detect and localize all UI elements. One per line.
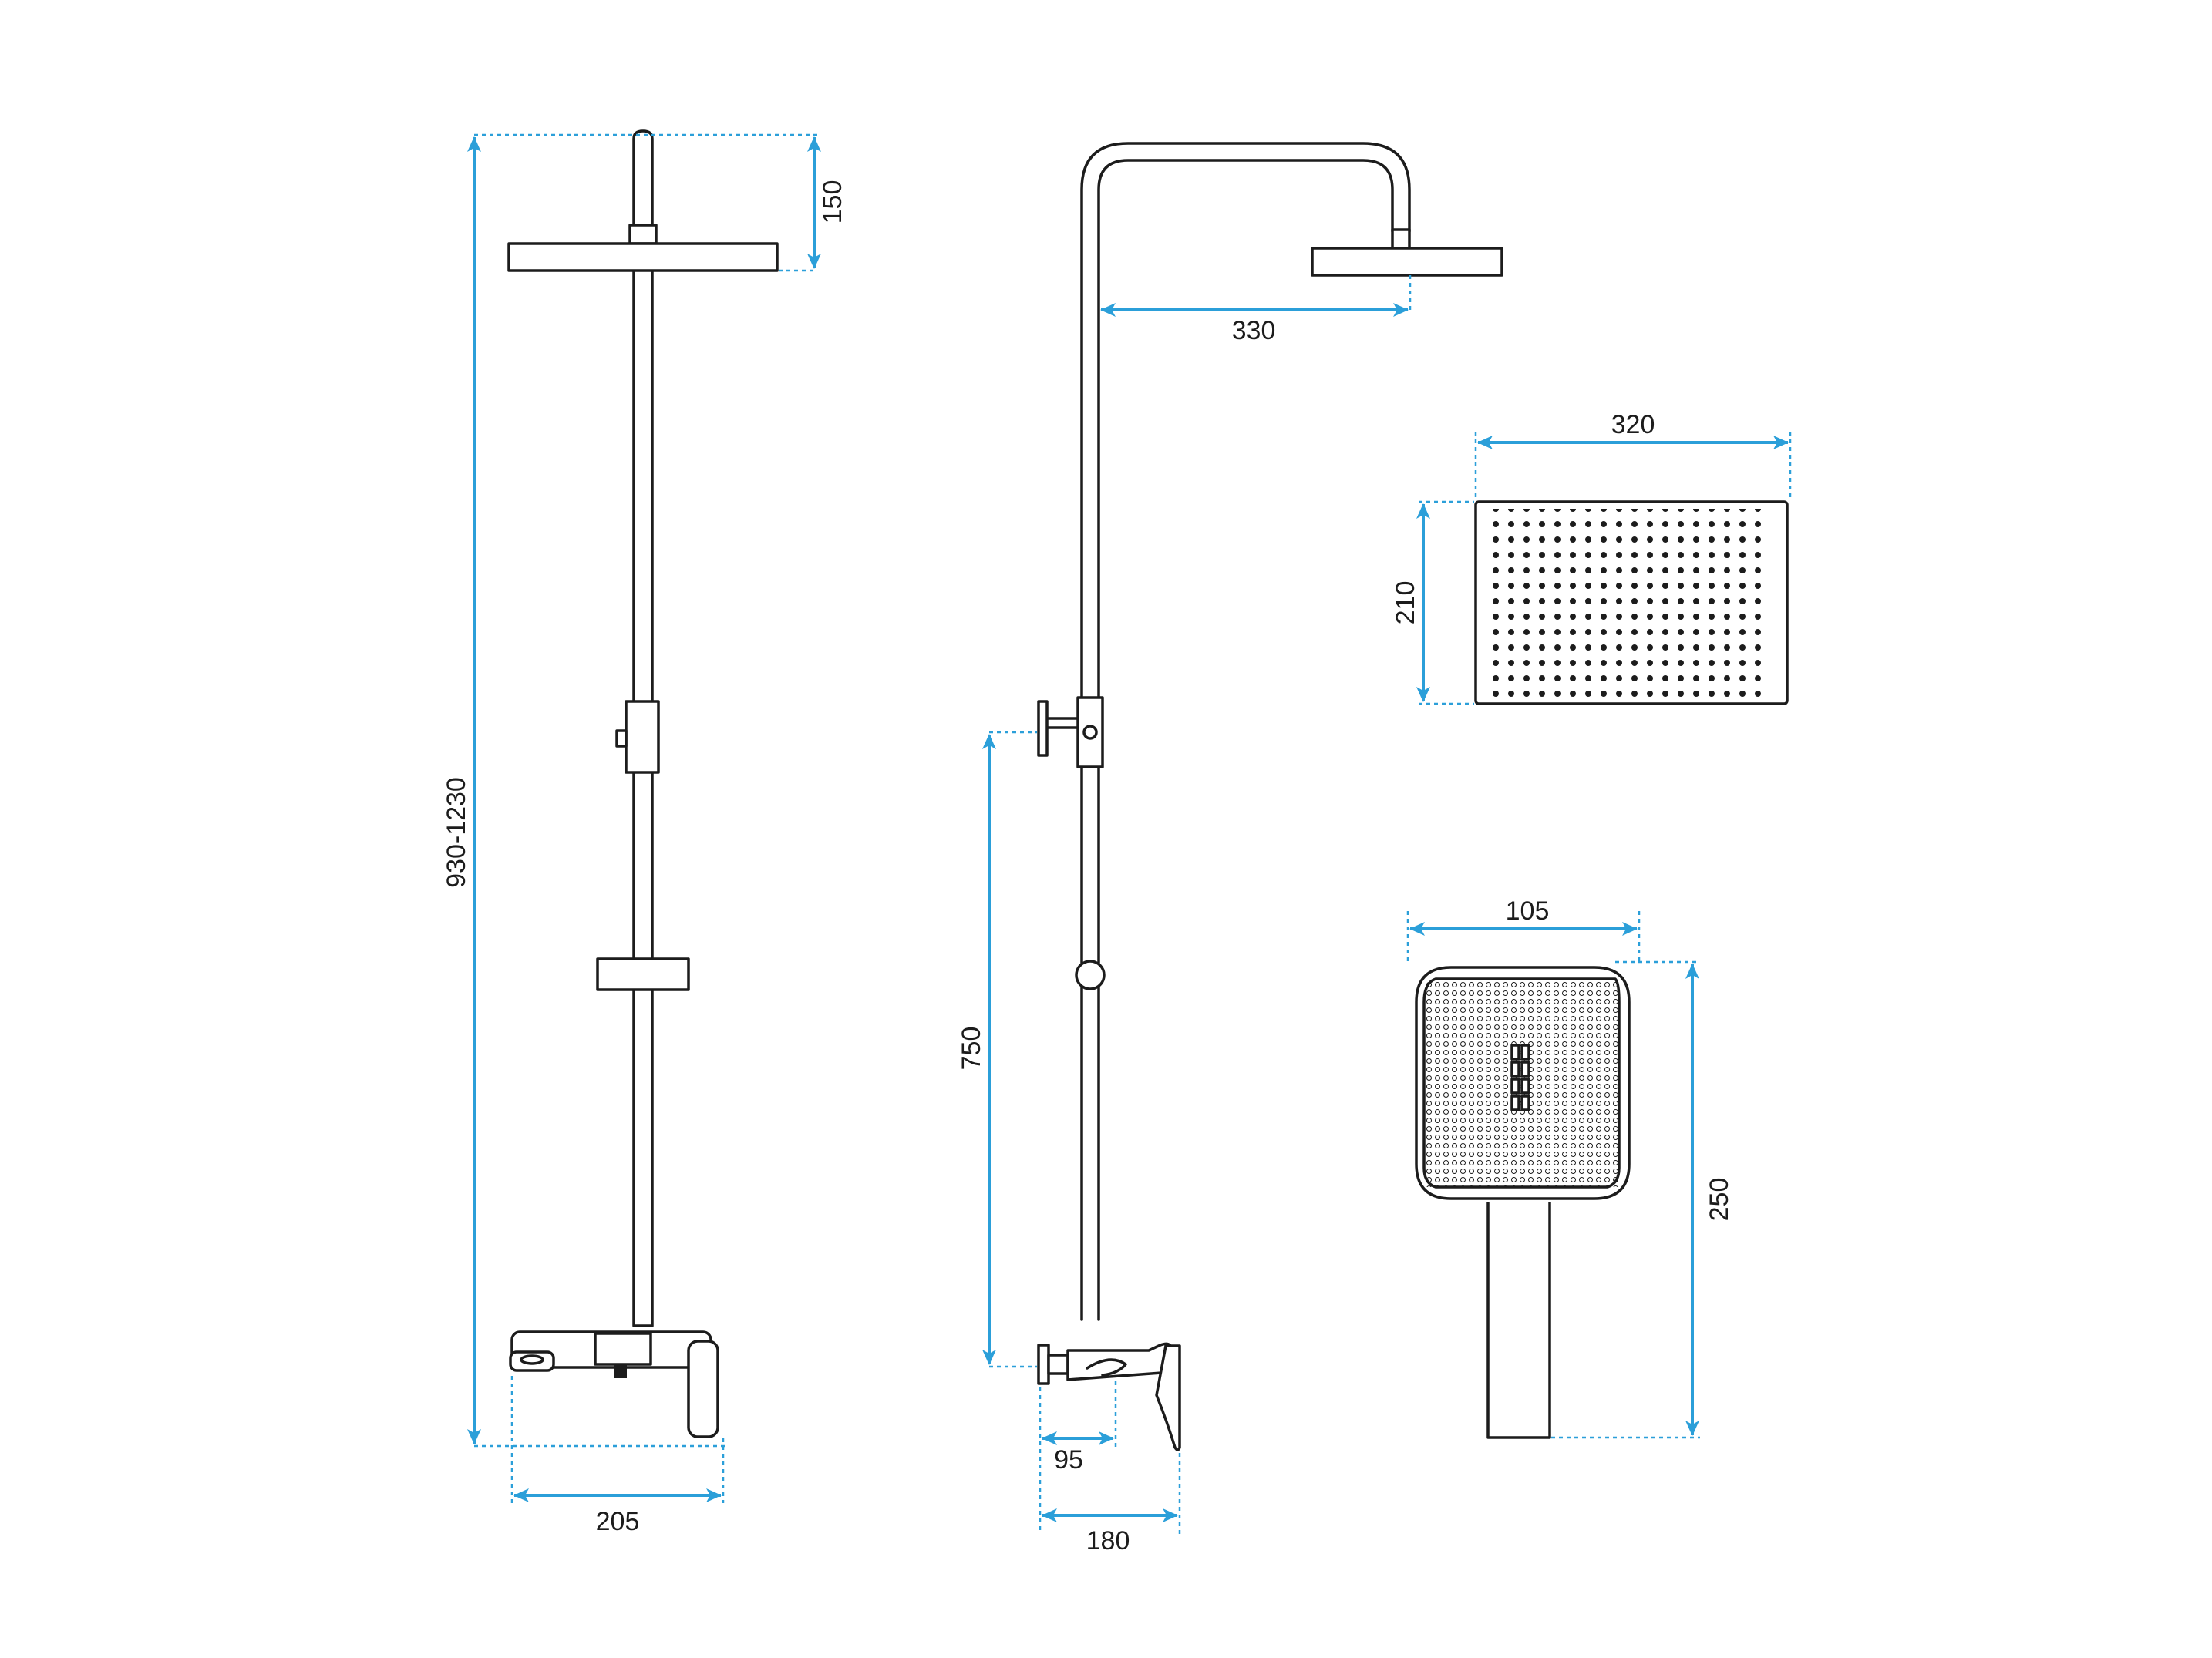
side-holder-knob (1075, 960, 1106, 990)
dimension-labels: 930-1230 150 205 330 750 95 180 320 210 … (442, 180, 1734, 1555)
label-mixer-width: 205 (596, 1507, 640, 1536)
shower-head-plan (1474, 500, 1789, 705)
extension-lines (474, 133, 1792, 1534)
front-mixer (509, 1330, 719, 1438)
front-column (596, 129, 690, 1327)
label-head-depth: 210 (1391, 581, 1420, 625)
label-mixer-projection: 180 (1086, 1526, 1130, 1555)
hand-shower (1415, 966, 1631, 1439)
label-hand-length: 250 (1705, 1178, 1734, 1222)
side-view (1037, 142, 1503, 1451)
label-arm-reach: 330 (1232, 316, 1276, 345)
label-mixer-depth: 95 (1054, 1445, 1083, 1475)
label-diverter-height: 750 (957, 1027, 986, 1071)
side-diverter (1037, 696, 1104, 768)
label-head-width: 320 (1611, 410, 1655, 439)
side-overhead-shower (1311, 247, 1503, 277)
label-hand-width: 105 (1506, 896, 1550, 926)
front-overhead-shower (507, 242, 779, 272)
side-column-arm (1080, 142, 1411, 1321)
label-total-height: 930-1230 (442, 777, 471, 888)
dimension-lines (467, 136, 1789, 1522)
label-head-drop: 150 (818, 180, 847, 224)
front-view (507, 129, 779, 1438)
side-mixer (1037, 1342, 1181, 1451)
